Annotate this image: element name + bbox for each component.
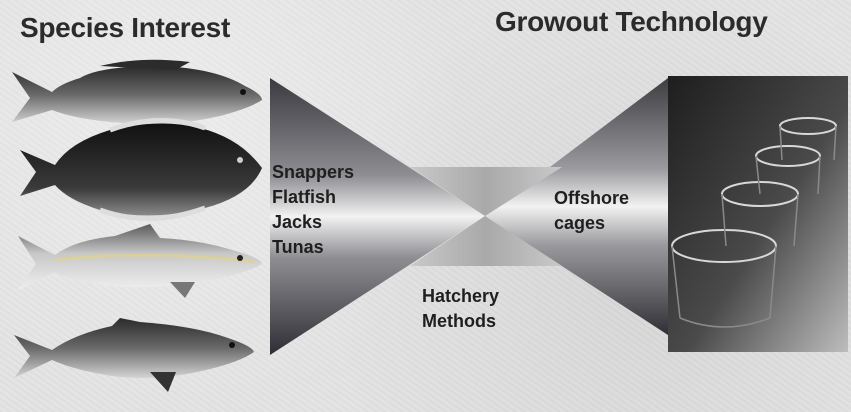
species-interest-title: Species Interest [20, 12, 230, 44]
species-item: Snappers [272, 160, 354, 185]
hatchery-line: Hatchery [422, 284, 499, 309]
offshore-cage-photo [668, 76, 848, 352]
tuna-image [14, 318, 254, 392]
snapper-image [12, 60, 262, 124]
jack-image [18, 224, 262, 298]
species-item: Tunas [272, 235, 354, 260]
hatchery-line: Methods [422, 309, 499, 334]
species-item: Flatfish [272, 185, 354, 210]
species-list: Snappers Flatfish Jacks Tunas [272, 160, 354, 260]
hatchery-label: Hatchery Methods [422, 284, 499, 334]
growout-line: Offshore [554, 186, 629, 211]
flatfish-image [20, 120, 262, 218]
growout-label: Offshore cages [554, 186, 629, 236]
growout-technology-title: Growout Technology [495, 6, 768, 38]
growout-line: cages [554, 211, 629, 236]
species-item: Jacks [272, 210, 354, 235]
